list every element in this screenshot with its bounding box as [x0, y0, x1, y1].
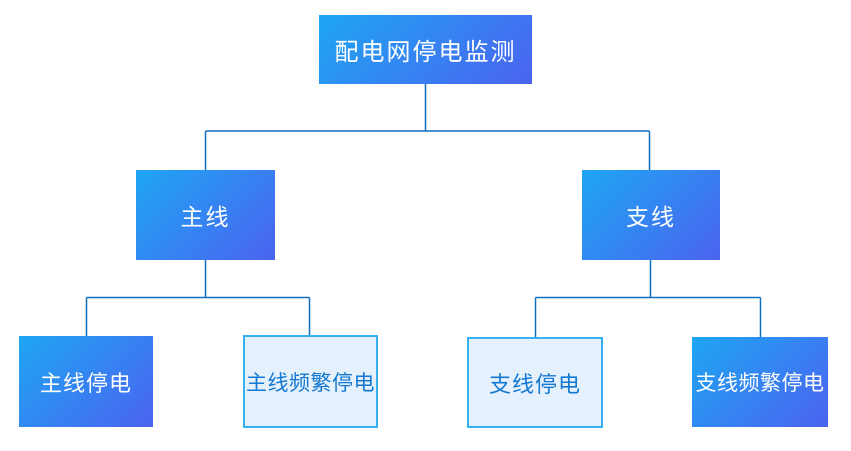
node-root-label: 配电网停电监测	[334, 38, 517, 66]
node-main-line-label: 主线	[180, 205, 231, 231]
node-main-line-frequent-outage-label: 主线频繁停电	[246, 370, 375, 395]
node-main-line[interactable]: 主线	[136, 170, 275, 260]
node-main-line-outage-label: 主线停电	[39, 371, 132, 397]
node-main-line-outage[interactable]: 主线停电	[19, 336, 153, 427]
node-branch-line-outage-label: 支线停电	[488, 372, 581, 398]
node-main-line-frequent-outage[interactable]: 主线频繁停电	[243, 335, 378, 428]
node-branch-line-frequent-outage-label: 支线频繁停电	[695, 371, 825, 395]
node-root[interactable]: 配电网停电监测	[319, 15, 532, 84]
node-branch-line-outage[interactable]: 支线停电	[467, 337, 603, 428]
node-branch-line-label: 支线	[626, 205, 676, 231]
node-branch-line-frequent-outage[interactable]: 支线频繁停电	[692, 337, 828, 427]
node-branch-line[interactable]: 支线	[582, 170, 720, 260]
